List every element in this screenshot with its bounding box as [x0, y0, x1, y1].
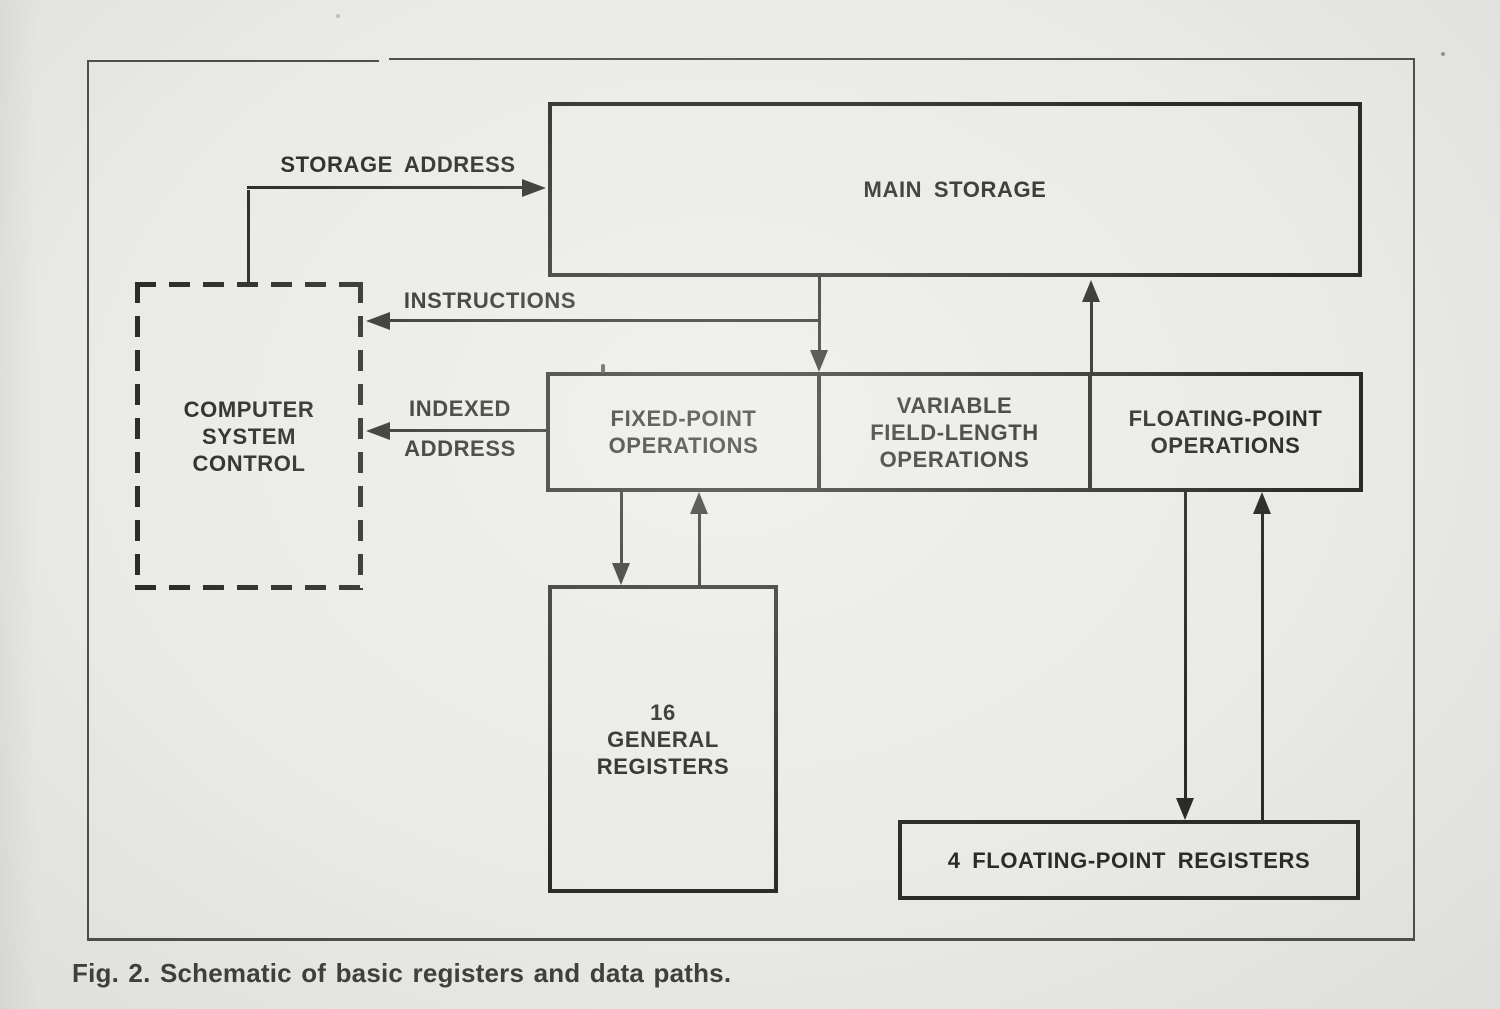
figure-border-top-left-segment [87, 60, 379, 62]
storage-address-label: STORAGE ADDRESS [280, 152, 516, 177]
floating-point-label-line2: OPERATIONS [1150, 433, 1301, 458]
indexed-address-line [390, 429, 546, 432]
operations-to-main-storage-line [1090, 300, 1093, 372]
figure-border-top-right-segment [389, 58, 1415, 60]
fp-registers-to-floating-arrowhead-icon [1253, 492, 1271, 514]
node-main-storage: MAIN STORAGE [548, 102, 1362, 277]
indexed-address-label-line2: ADDRESS [404, 436, 516, 461]
instructions-line-horizontal [390, 319, 820, 322]
node-floating-point-registers: 4 FLOATING-POINT REGISTERS [898, 820, 1360, 900]
fixed-point-label-line2: OPERATIONS [608, 433, 759, 458]
figure-caption: Fig. 2. Schematic of basic registers and… [72, 958, 732, 988]
node-general-registers: 16 GENERAL REGISTERS [548, 585, 778, 893]
scan-artifact-tick [601, 364, 605, 373]
general-registers-label-line3: REGISTERS [596, 753, 730, 779]
general-registers-label-line2: GENERAL [607, 726, 719, 752]
variable-field-length-label-line3: OPERATIONS [879, 446, 1030, 472]
node-fixed-point-operations: FIXED-POINT OPERATIONS [550, 376, 817, 488]
storage-address-line-vertical [247, 190, 250, 282]
floating-to-fp-registers-arrowhead-icon [1176, 798, 1194, 820]
floating-point-registers-label: 4 FLOATING-POINT REGISTERS [947, 847, 1311, 873]
registers-to-fixed-arrowhead-icon [690, 492, 708, 514]
instructions-line-vertical [818, 277, 821, 350]
variable-field-length-label-line1: VARIABLE [896, 392, 1013, 418]
storage-address-arrowhead-icon [522, 179, 546, 197]
fixed-point-label-line1: FIXED-POINT [610, 406, 757, 431]
main-storage-to-operations-arrowhead-icon [810, 350, 828, 372]
operations-to-main-storage-arrowhead-icon [1082, 280, 1100, 302]
scan-artifact-speck-2 [336, 14, 340, 18]
figure-border-bottom [87, 938, 1415, 941]
figure-border-right [1413, 58, 1415, 940]
instructions-label: INSTRUCTIONS [403, 288, 577, 313]
floating-point-label-line1: FLOATING-POINT [1128, 406, 1323, 431]
indexed-address-label-line1: INDEXED [409, 396, 511, 421]
computer-system-control-label-line3: CONTROL [192, 450, 306, 476]
fixed-to-registers-arrowhead-icon [612, 563, 630, 585]
indexed-address-arrowhead-icon [366, 422, 390, 440]
floating-to-fp-registers-line [1184, 492, 1187, 800]
scan-artifact-speck [1441, 52, 1445, 56]
main-storage-label: MAIN STORAGE [863, 177, 1047, 202]
computer-system-control-label-line2: SYSTEM [201, 423, 297, 449]
operations-row: FIXED-POINT OPERATIONS VARIABLE FIELD-LE… [546, 372, 1363, 492]
general-registers-label-line1: 16 [650, 699, 676, 725]
fp-registers-to-floating-line [1261, 512, 1264, 820]
variable-field-length-label-line2: FIELD-LENGTH [870, 419, 1039, 445]
fixed-to-registers-line [620, 492, 623, 566]
computer-system-control-label-line1: COMPUTER [183, 396, 315, 422]
storage-address-line-horizontal [247, 186, 525, 189]
node-computer-system-control: COMPUTER SYSTEM CONTROL [135, 282, 363, 590]
registers-to-fixed-line [698, 512, 701, 585]
figure-border-left [87, 60, 89, 940]
node-variable-field-length-operations: VARIABLE FIELD-LENGTH OPERATIONS [817, 376, 1088, 488]
instructions-arrowhead-icon [366, 312, 390, 330]
node-floating-point-operations: FLOATING-POINT OPERATIONS [1088, 376, 1359, 488]
